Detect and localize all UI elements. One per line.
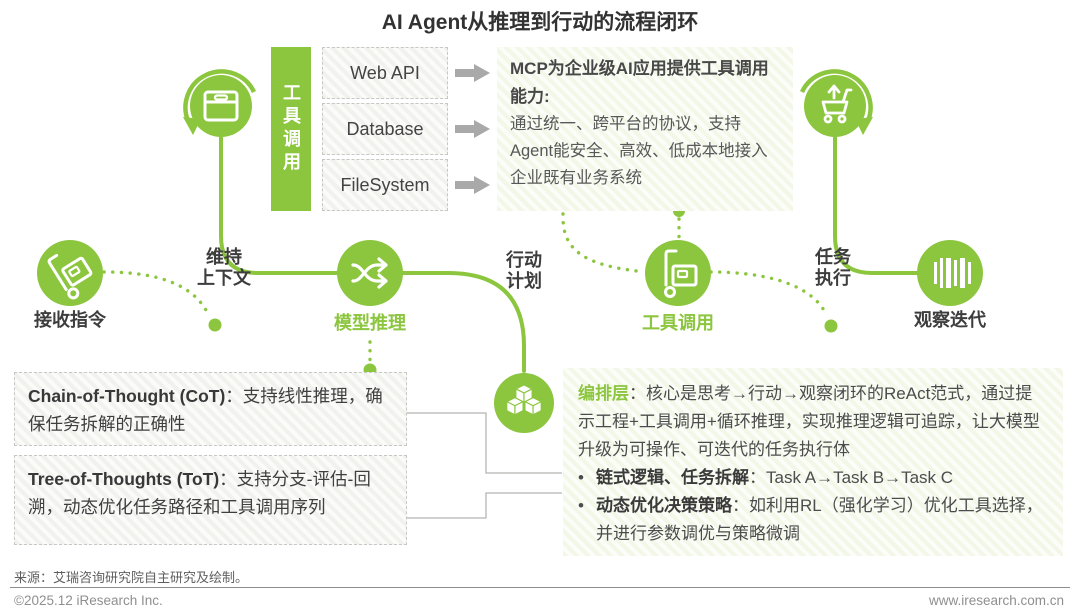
orchestration-label: 编排层	[578, 384, 629, 403]
dotted-action-to-toolcall	[561, 212, 639, 273]
bullet-1-text: 链式逻辑、任务拆解：Task A→Task B→Task C	[596, 464, 953, 492]
arrow-filesystem-icon	[455, 176, 490, 194]
label-maintain-context: 维持 上下文	[184, 247, 264, 289]
label-toolcall: 工具调用	[642, 313, 714, 333]
node-reason	[337, 240, 403, 306]
mcp-heading: MCP为企业级AI应用提供工具调用能力:	[510, 59, 769, 106]
shuffle-icon	[351, 257, 388, 289]
node-toolcall	[645, 240, 711, 306]
connector-tot-to-orchestration	[407, 492, 562, 519]
archive-loop-icon	[183, 69, 257, 137]
tot-text: ：支持分支-评估-回溯，动态优化任务路径和工具调用序列	[28, 469, 371, 517]
label-action-line1: 行动	[506, 250, 542, 270]
tool-calling-bar: 工具调用	[271, 47, 311, 211]
mcp-body: 通过统一、跨平台的协议，支持Agent能安全、高效、低成本地接入企业既有业务系统	[510, 115, 768, 187]
footer-divider	[10, 587, 1070, 588]
bullet-1-rest: ：Task A→Task B→Task C	[749, 468, 954, 487]
tool-box-filesystem: FileSystem	[322, 159, 448, 211]
bullet-1-bold: 链式逻辑、任务拆解	[596, 468, 749, 487]
label-task-line2: 执行	[815, 268, 851, 288]
label-maintain-line1: 维持	[206, 247, 242, 267]
label-task-line1: 任务	[815, 247, 851, 267]
tool-box-database: Database	[322, 103, 448, 155]
label-maintain-line2: 上下文	[197, 268, 251, 288]
footer-website: www.iresearch.com.cn	[928, 593, 1064, 608]
hand-truck-icon	[47, 253, 93, 300]
dolly-icon	[664, 249, 698, 298]
label-task-exec: 任务 执行	[793, 247, 873, 289]
cot-box: Chain-of-Thought (CoT)：支持线性推理，确保任务拆解的正确性	[14, 372, 407, 446]
page-title: AI Agent从推理到行动的流程闭环	[381, 11, 699, 34]
tool-box-webapi-label: Web API	[350, 62, 420, 83]
arrow-database-icon	[455, 120, 490, 138]
cubes-icon	[506, 384, 542, 416]
orchestration-bullet-1: • 链式逻辑、任务拆解：Task A→Task B→Task C	[578, 464, 1048, 492]
orchestration-bullet-2: • 动态优化决策策略：如利用RL（强化学习）优化工具选择，并进行参数调优与策略微…	[578, 492, 1048, 548]
cot-text: ：支持线性推理，确保任务拆解的正确性	[28, 386, 383, 434]
mcp-description-box: MCP为企业级AI应用提供工具调用能力: 通过统一、跨平台的协议，支持Agent…	[497, 47, 793, 211]
orchestration-intro: 编排层：核心是思考→行动→观察闭环的ReAct范式，通过提示工程+工具调用+循环…	[578, 380, 1048, 464]
arrow-webapi-icon	[455, 64, 490, 82]
bullet-2-text: 动态优化决策策略：如利用RL（强化学习）优化工具选择，并进行参数调优与策略微调	[596, 492, 1048, 548]
node-receive	[37, 240, 103, 306]
orchestration-intro-text: ：核心是思考→行动→观察闭环的ReAct范式，通过提示工程+工具调用+循环推理，…	[578, 384, 1040, 459]
cot-title: Chain-of-Thought (CoT)	[28, 386, 226, 406]
barcode-icon	[934, 258, 971, 288]
footer-copyright: ©2025.12 iResearch Inc.	[14, 593, 163, 608]
dot-maintain	[208, 318, 222, 332]
tool-calling-bar-label: 工具调用	[281, 83, 301, 175]
tool-box-filesystem-label: FileSystem	[340, 174, 430, 195]
orchestration-box: 编排层：核心是思考→行动→观察闭环的ReAct范式，通过提示工程+工具调用+循环…	[563, 368, 1063, 556]
bullet-dot-icon: •	[578, 468, 584, 487]
node-orchestration	[494, 373, 554, 433]
label-reason: 模型推理	[334, 313, 406, 333]
bullet-2-bold: 动态优化决策策略	[596, 496, 732, 515]
dot-task	[824, 319, 838, 333]
label-action-plan: 行动 计划	[484, 250, 564, 292]
label-observe: 观察迭代	[914, 310, 986, 330]
tool-box-webapi: Web API	[322, 47, 448, 99]
node-observe	[917, 240, 983, 306]
bullet-dot-icon: •	[578, 496, 584, 515]
tool-box-database-label: Database	[346, 118, 424, 139]
cart-loop-icon	[799, 69, 873, 137]
tot-box: Tree-of-Thoughts (ToT)：支持分支-评估-回溯，动态优化任务…	[14, 455, 407, 545]
footer-source: 来源：艾瑞咨询研究院自主研究及绘制。	[14, 570, 249, 585]
bullet-2-rest: ：如利用RL（强化学习）优化工具选择，并进行参数调优与策略微调	[596, 496, 1043, 543]
label-action-line2: 计划	[506, 271, 542, 291]
label-receive: 接收指令	[34, 310, 106, 330]
tot-title: Tree-of-Thoughts (ToT)	[28, 469, 220, 489]
